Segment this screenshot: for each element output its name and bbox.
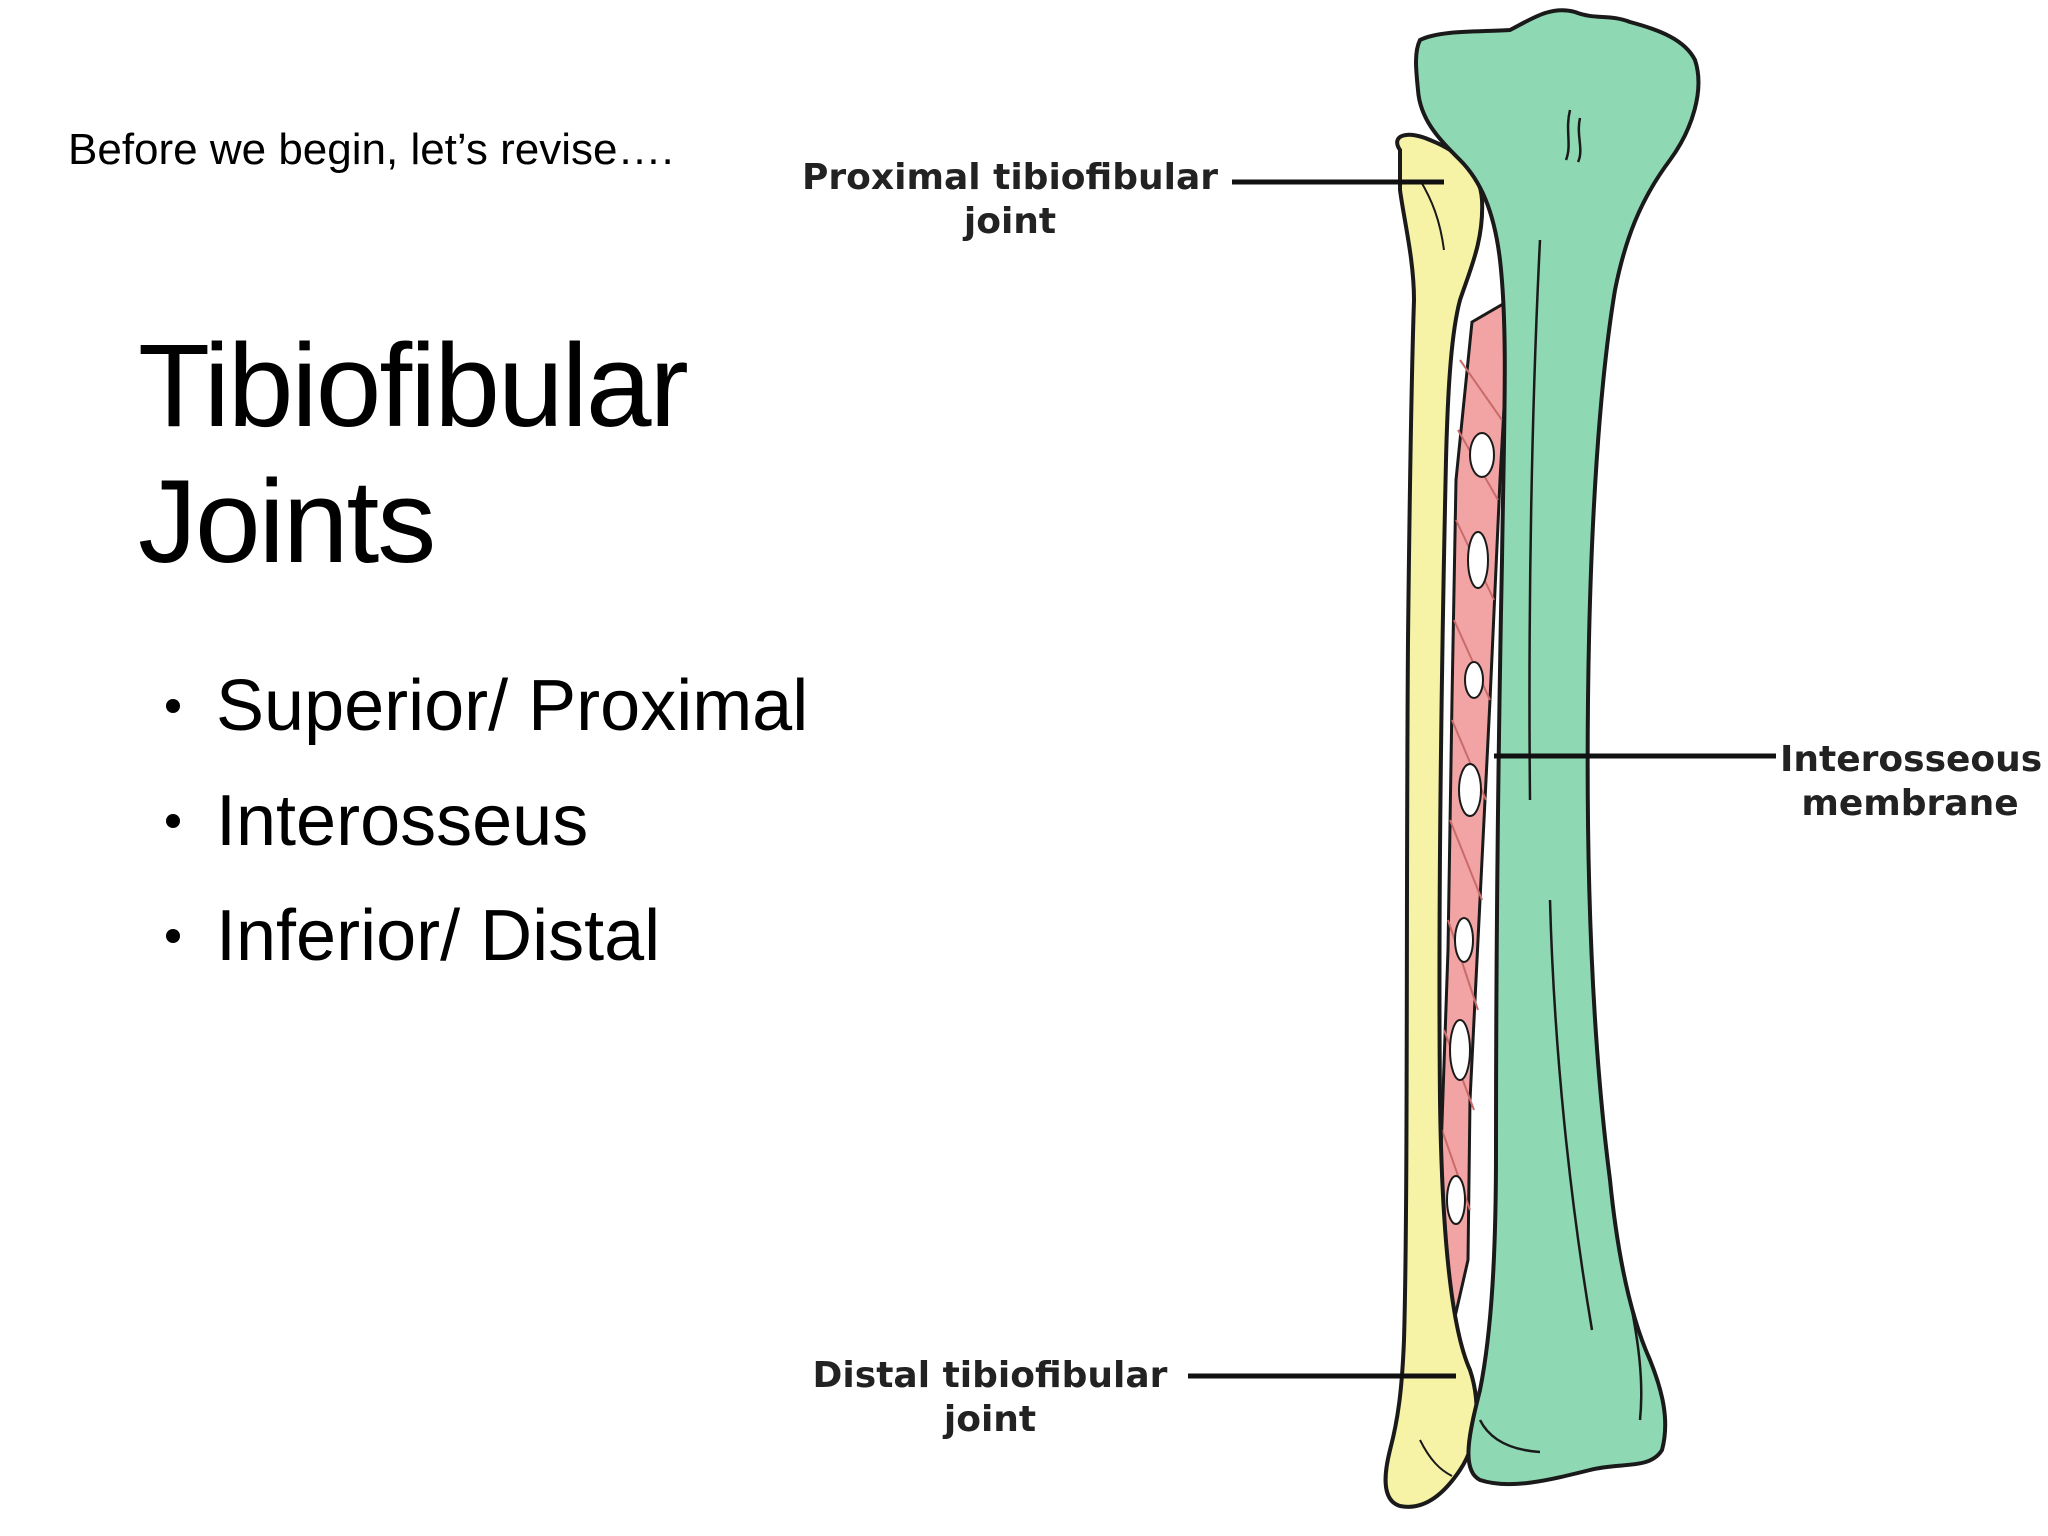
label-distal-tibiofibular-joint: Distal tibiofibular joint [812, 1355, 1168, 1440]
membrane-gaps [1446, 432, 1495, 1225]
bullet-icon [166, 813, 180, 828]
bullet-item-inferior: Inferior/ Distal [160, 878, 808, 993]
bullet-text: Interosseus [216, 780, 589, 861]
intro-text: Before we begin, let’s revise…. [68, 125, 674, 174]
bullet-list: Superior/ Proximal Interosseus Inferior/… [160, 648, 808, 993]
tibia-details [1478, 109, 1643, 1454]
bullet-icon [166, 928, 180, 943]
leader-lines [1188, 179, 1776, 1379]
bullet-text: Inferior/ Distal [216, 895, 661, 976]
tibia-shape [1414, 8, 1701, 1487]
tibia-fibula-diagram: Proximal tibiofibular joint Interosseous… [780, 0, 2048, 1536]
bullet-text: Superior/ Proximal [216, 665, 809, 746]
slide-title: Tibiofibular Joints [138, 320, 689, 588]
bullet-icon [166, 698, 180, 713]
diagram-svg [1188, 8, 1776, 1509]
interosseous-membrane-shape [1436, 297, 1512, 1343]
bullet-item-interosseus: Interosseus [160, 763, 808, 878]
fibula-details [1419, 179, 1453, 1477]
bullet-item-superior: Superior/ Proximal [160, 648, 808, 763]
label-interosseous-membrane: Interosseous membrane [1780, 739, 2043, 824]
label-proximal-tibiofibular-joint: Proximal tibiofibular joint [802, 157, 1218, 242]
